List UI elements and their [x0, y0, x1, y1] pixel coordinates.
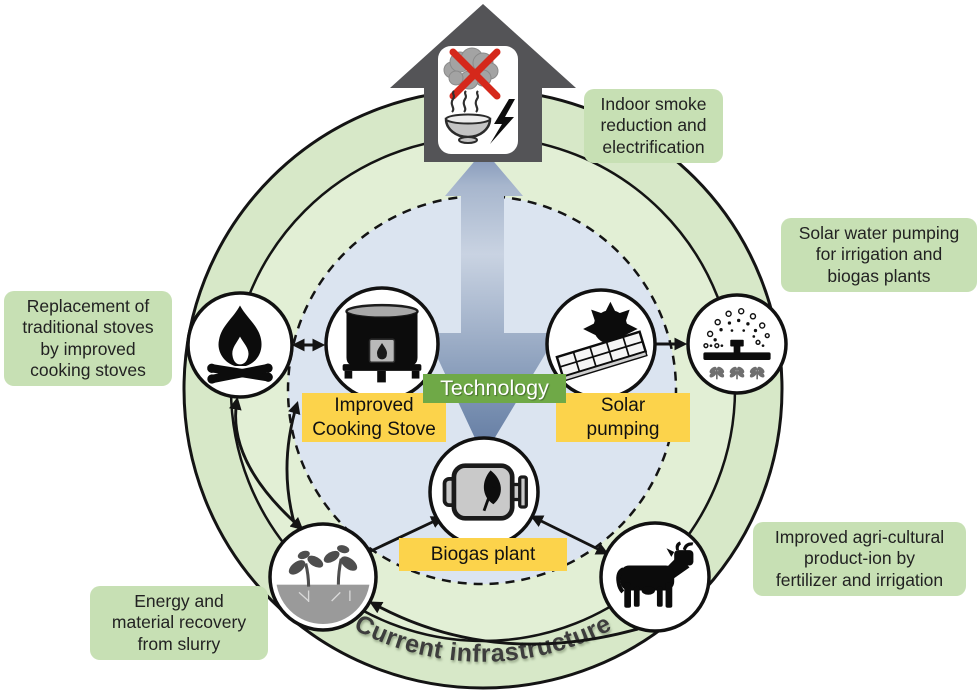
arrow-fire-slurry-inner — [285, 400, 301, 527]
arrow-cow-slurry-bottom — [369, 601, 639, 646]
arrow-biogas-cow — [530, 515, 609, 555]
red-x-icon — [449, 48, 501, 100]
label-slurry-recovery: Energy and material recovery from slurry — [90, 586, 268, 661]
solar-panel-sun-icon — [555, 301, 648, 382]
label-solar-water-pumping: Solar water pumping for irrigation and b… — [781, 218, 977, 293]
improved-stove-icon — [342, 303, 422, 383]
label-technology: Technology — [423, 374, 566, 403]
crop-sprigs-icon — [709, 366, 765, 380]
label-stove-replacement: Replacement of traditional stoves by imp… — [4, 291, 172, 387]
steaming-bowl-icon — [444, 113, 492, 144]
sprinkler-irrigation-icon — [703, 308, 771, 380]
biogas-digester-leaf-icon — [442, 463, 528, 521]
label-solar-pumping: Solar pumping — [556, 393, 690, 442]
label-indoor-smoke: Indoor smoke reduction and electrificati… — [584, 89, 723, 164]
label-biogas-plant: Biogas plant — [399, 538, 567, 571]
cow-icon — [616, 541, 694, 608]
steam-icon — [450, 90, 480, 113]
house-icon — [390, 4, 576, 162]
label-improved-cooking-stove: Improved Cooking Stove — [302, 393, 446, 442]
lightning-bolt-icon — [490, 99, 515, 144]
label-agricultural-production: Improved agri-cultural product-ion by fe… — [753, 522, 966, 597]
arrow-slurry-biogas — [370, 516, 444, 553]
arrow-fire-slurry-outer — [229, 396, 304, 531]
campfire-icon — [207, 305, 273, 384]
